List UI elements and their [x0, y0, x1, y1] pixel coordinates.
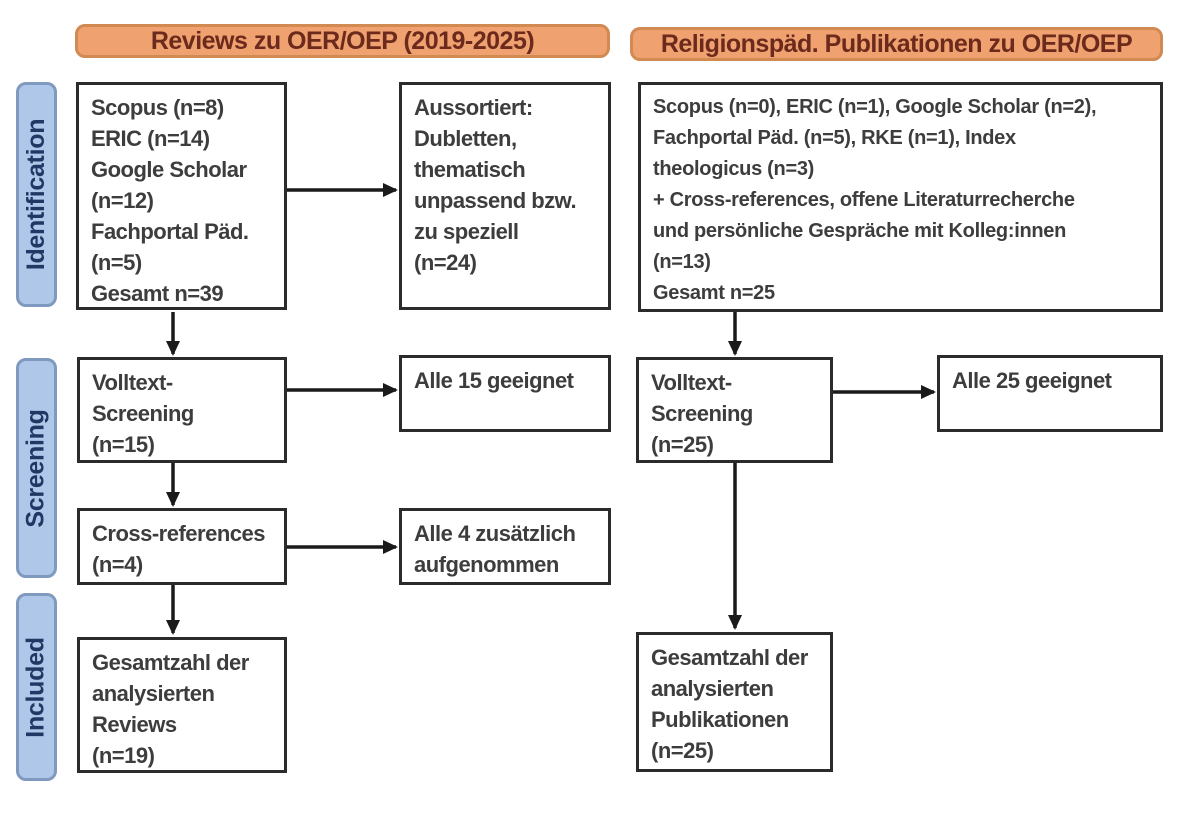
box-left-fulltext-screening: Volltext- Screening (n=15)	[77, 357, 287, 463]
box-left-cross-references: Cross-references (n=4)	[77, 508, 287, 585]
stage-label-identification: Identification	[16, 82, 57, 307]
box-right-fulltext-result: Alle 25 geeignet	[937, 355, 1163, 432]
box-right-sources: Scopus (n=0), ERIC (n=1), Google Scholar…	[638, 82, 1163, 312]
stage-label-included-text: Included	[22, 636, 51, 738]
column-header-religionspaed: Religionspäd. Publikationen zu OER/OEP	[630, 27, 1163, 61]
stage-label-identification-text: Identification	[22, 118, 51, 271]
box-right-included-total: Gesamtzahl der analysierten Publikatione…	[636, 632, 833, 772]
column-header-reviews: Reviews zu OER/OEP (2019-2025)	[75, 24, 610, 58]
stage-label-screening-text: Screening	[22, 408, 50, 528]
box-left-included-total: Gesamtzahl der analysierten Reviews (n=1…	[77, 637, 287, 773]
box-left-excluded: Aussortiert: Dubletten, thematisch unpas…	[399, 82, 611, 310]
stage-label-included: Included	[16, 593, 57, 781]
box-right-fulltext-screening: Volltext- Screening (n=25)	[636, 357, 833, 463]
box-left-sources: Scopus (n=8) ERIC (n=14) Google Scholar …	[76, 82, 287, 310]
box-left-fulltext-result: Alle 15 geeignet	[399, 355, 611, 432]
stage-label-screening: Screening	[16, 358, 57, 578]
box-left-cross-references-result: Alle 4 zusätzlich aufgenommen	[399, 508, 611, 585]
